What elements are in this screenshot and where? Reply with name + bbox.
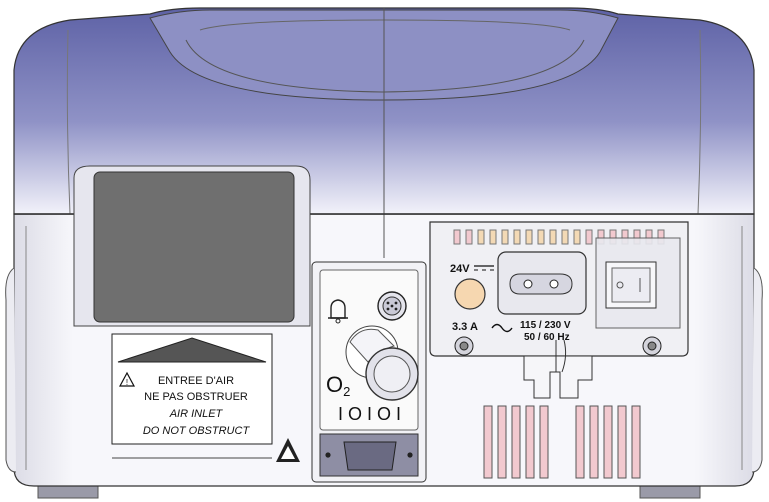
din-socket[interactable] <box>377 291 407 321</box>
current-label: 3.3 A <box>452 321 478 333</box>
bottom-vents-right <box>575 405 641 479</box>
ac-power-inlet[interactable] <box>497 251 587 315</box>
power-panel-vents <box>453 229 665 245</box>
display-window <box>93 171 295 323</box>
ac-voltage-label: 115 / 230 V <box>520 320 571 331</box>
warning-triangle-icon <box>118 371 136 387</box>
ac-symbol-icon <box>491 323 513 333</box>
cable-clamp <box>523 339 593 399</box>
label-line-2: NE PAS OBSTRUER <box>144 391 248 403</box>
label-line-4: DO NOT OBSTRUCT <box>143 425 251 437</box>
bottom-vents-left <box>483 405 549 479</box>
air-direction-arrow <box>117 337 267 363</box>
svg-text:!: ! <box>126 378 128 387</box>
dc-power-jack[interactable] <box>454 278 486 310</box>
panel-screw-left <box>454 336 474 356</box>
panel-screw-right <box>642 336 662 356</box>
connector-code: IOIOI <box>338 404 406 424</box>
frequency-label: 50 / 60 Hz <box>524 332 570 343</box>
o2-label: O2 <box>326 372 350 399</box>
serial-port[interactable] <box>319 433 419 477</box>
oxygen-inlet[interactable] <box>345 325 419 401</box>
label-line-3: AIR INLET <box>169 408 224 420</box>
alarm-bell-icon <box>328 299 348 324</box>
label-line-1: ENTREE D'AIR <box>158 375 234 387</box>
dc-voltage-label: 24V <box>450 263 470 275</box>
power-switch[interactable] <box>595 237 681 329</box>
air-inlet-label <box>111 333 273 445</box>
